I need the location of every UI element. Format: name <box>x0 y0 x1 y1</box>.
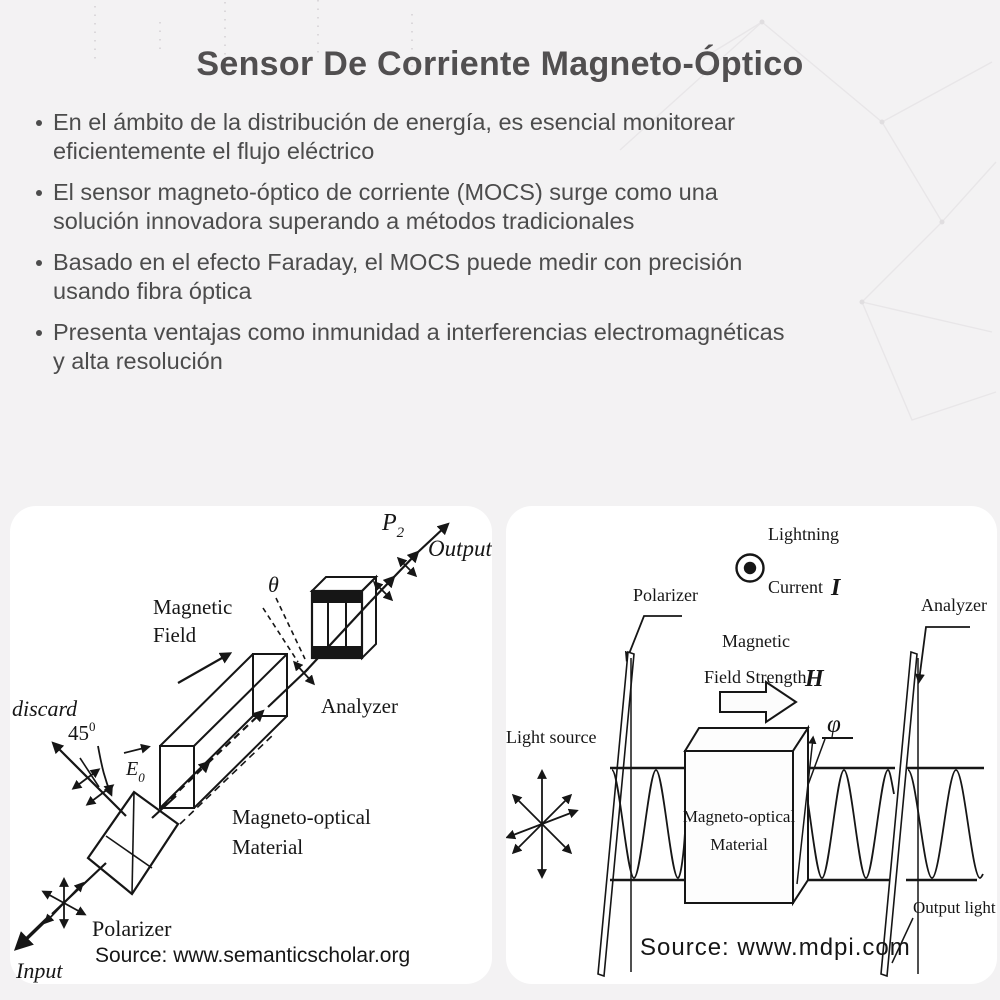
angle-45-pointer <box>79 745 113 797</box>
magnetic-field-arrow <box>177 652 233 684</box>
material-label-line1: Magneto-optical <box>232 805 371 829</box>
bullet-dot <box>36 260 42 266</box>
figure-panel-right: Lightning Current I Polarizer Magnetic F… <box>506 506 997 984</box>
bullet-line: Presenta ventajas como inmunidad a inter… <box>53 319 785 345</box>
polarizer-label: Polarizer <box>633 585 698 605</box>
unpolarized-light-starburst-icon <box>41 877 87 929</box>
bullet-line: solución innovadora superando a métodos … <box>53 208 635 234</box>
polarizer-plate <box>597 650 635 978</box>
bullet-line: El sensor magneto-óptico de corriente (M… <box>53 179 718 205</box>
bullet-item: Basado en el efecto Faraday, el MOCS pue… <box>36 248 966 306</box>
current-out-of-page-icon <box>735 553 765 583</box>
bullet-dot <box>36 330 42 336</box>
analyzer-plate <box>880 650 919 978</box>
page-title: Sensor De Corriente Magneto-Óptico <box>196 44 804 83</box>
polarizer-prism <box>86 790 180 896</box>
magnetic-label: Magnetic <box>722 631 790 651</box>
polarizer-leader-line <box>624 615 682 662</box>
wave-rotation-diagram: Lightning Current I Polarizer Magnetic F… <box>506 524 996 978</box>
bullet-dot <box>36 120 42 126</box>
polarized-light-waves <box>611 769 984 879</box>
bullet-line: Basado en el efecto Faraday, el MOCS pue… <box>53 249 743 275</box>
bullet-item: Presenta ventajas como inmunidad a inter… <box>36 318 966 376</box>
material-label-line2: Material <box>710 835 768 854</box>
discard-beam <box>51 741 127 817</box>
unpolarized-light-starburst-icon <box>506 769 579 879</box>
e0-label: E0 <box>125 758 145 785</box>
magnetic-field-label-line1: Magnetic <box>153 595 232 619</box>
output-label: Output <box>428 536 492 561</box>
source-watermark: Source: www.mdpi.com <box>640 934 911 961</box>
output-light-label: Output light <box>913 898 996 917</box>
h-symbol: H <box>804 666 825 692</box>
bullet-dot <box>36 190 42 196</box>
bullet-list: En el ámbito de la distribución de energ… <box>36 108 966 388</box>
material-label-line2: Material <box>232 835 303 859</box>
material-label-line1: Magneto-optical <box>683 807 796 826</box>
polarizer-label: Polarizer <box>92 916 172 941</box>
bullet-line: eficientemente el flujo eléctrico <box>53 138 375 164</box>
bullet-line: En el ámbito de la distribución de energ… <box>53 109 735 135</box>
rotated-plane-arrow <box>796 735 817 885</box>
current-i-symbol: I <box>830 575 842 601</box>
phi-symbol: φ <box>827 711 841 738</box>
faraday-sensor-diagram: Magnetic Field θ Analyzer P2 Output disc… <box>12 510 492 983</box>
p2-label: P2 <box>381 510 405 541</box>
bullet-line: y alta resolución <box>53 348 223 374</box>
bullet-item: El sensor magneto-óptico de corriente (M… <box>36 178 966 236</box>
e0-vector-arrow <box>123 743 151 754</box>
figure-panel-left: Magnetic Field θ Analyzer P2 Output disc… <box>10 506 492 984</box>
bullet-item: En el ámbito de la distribución de energ… <box>36 108 966 166</box>
lightning-label: Lightning <box>768 524 839 544</box>
light-source-label: Light source <box>506 727 596 747</box>
analyzer-label: Analyzer <box>921 595 987 615</box>
magneto-optical-box <box>159 653 288 809</box>
polarization-tick-arrows <box>293 556 418 686</box>
analyzer-leader-line <box>914 626 970 684</box>
discard-label: discard <box>12 696 78 721</box>
source-watermark: Source: www.semanticscholar.org <box>95 944 410 967</box>
theta-rotation-dashes <box>262 597 306 663</box>
bullet-line: usando fibra óptica <box>53 278 252 304</box>
magneto-optical-box <box>683 724 810 907</box>
analyzer-label: Analyzer <box>321 694 398 718</box>
output-light-leader-line <box>891 917 914 964</box>
field-strength-block-arrow <box>719 680 798 724</box>
magnetic-field-label-line2: Field <box>153 623 197 647</box>
input-label: Input <box>15 958 63 983</box>
angle-45-label: 450 <box>68 719 96 745</box>
field-strength-label: Field Strength <box>704 667 807 687</box>
analyzer-cube <box>309 574 379 661</box>
theta-label: θ <box>268 572 279 597</box>
current-label: Current <box>768 577 823 597</box>
